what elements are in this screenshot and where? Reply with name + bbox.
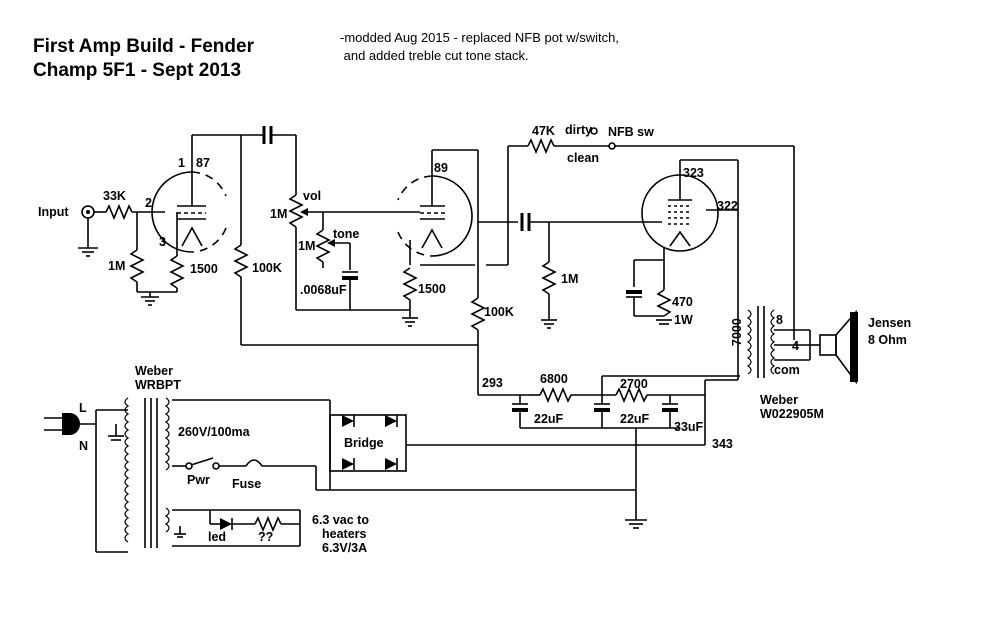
resistor-1m-power-label: 1M [561, 272, 578, 286]
bridge-label: Bridge [344, 436, 384, 450]
led-label: led [208, 530, 226, 544]
resistor-2700-label: 2700 [620, 377, 648, 391]
cap-22uf-1-label: 22uF [534, 412, 564, 426]
weber-ot-label-2: W022905M [760, 407, 824, 421]
heater-label-3: 6.3V/3A [322, 541, 367, 555]
voltage-87-label: 87 [196, 156, 210, 170]
weber-pt-label-2: WRBPT [135, 378, 181, 392]
voltage-323-label: 323 [683, 166, 704, 180]
cap-33uf-label: 33uF [674, 420, 704, 434]
nfb-network [486, 127, 795, 340]
vol-label: vol [303, 189, 321, 203]
pin3-label: 3 [159, 235, 166, 249]
pin2-label: 2 [145, 196, 152, 210]
nfb-switch-label: NFB sw [608, 125, 654, 139]
tube-v1-second-half [397, 150, 475, 266]
resistor-33k-label: 33K [103, 189, 126, 203]
switch-clean-label: clean [567, 151, 599, 165]
resistor-1500-cathode-v1 [169, 252, 185, 292]
ground-symbol-1 [141, 292, 159, 306]
voltage-89-label: 89 [434, 161, 448, 175]
speaker-ohm-label: 8 Ohm [868, 333, 907, 347]
ot-7000-label: 7000 [730, 318, 744, 346]
volume-pot [288, 135, 420, 310]
cap-22uf-2-label: 22uF [620, 412, 650, 426]
ac-plug-icon [44, 409, 128, 553]
heater-label-1: 6.3 vac to [312, 513, 369, 527]
power-transformer [124, 397, 170, 548]
mod-note-line2: and added treble cut tone stack. [340, 48, 529, 63]
resistor-1m-grid [129, 212, 177, 293]
voltage-322-label: 322 [717, 199, 738, 213]
resistor-47k-label: 47K [532, 124, 555, 138]
vol-1m-label: 1M [270, 207, 287, 221]
power-switch-label: Pwr [187, 473, 210, 487]
weber-ot-label-1: Weber [760, 393, 798, 407]
resistor-100k-plate-v2 [470, 150, 486, 395]
resistor-100k-v1-label: 100K [252, 261, 282, 275]
ot-com-label: com [774, 363, 800, 377]
resistor-1500-cathode-v2 [402, 267, 418, 327]
resistor-1m-power-grid [541, 222, 557, 329]
coupling-cap-v1 [260, 126, 296, 144]
voltage-343-label: 343 [712, 437, 733, 451]
schematic-title-line2: Champ 5F1 - Sept 2013 [33, 60, 241, 81]
resistor-1500-v1-label: 1500 [190, 262, 218, 276]
resistor-33k [94, 203, 165, 221]
input-jack [78, 205, 98, 257]
tone-label: tone [333, 227, 359, 241]
tone-pot [315, 212, 351, 270]
ot-4-label: 4 [792, 339, 799, 353]
mod-note-line1: -modded Aug 2015 - replaced NFB pot w/sw… [340, 30, 619, 45]
resistor-100k-plate-v1 [233, 135, 478, 346]
resistor-1m-grid-label: 1M [108, 259, 125, 273]
resistor-470-label: 470 [672, 295, 693, 309]
plug-l-label: L [79, 401, 87, 415]
pin1-label: 1 [178, 156, 185, 170]
tone-1m-label: 1M [298, 239, 315, 253]
tube-power-6v6 [641, 159, 739, 260]
fuse-label: Fuse [232, 477, 261, 491]
hv-secondary-label: 260V/100ma [178, 425, 251, 439]
output-transformer [705, 210, 811, 381]
input-label: Input [38, 205, 69, 219]
ground-symbol-main [625, 519, 647, 529]
resistor-6800-label: 6800 [540, 372, 568, 386]
switch-dirty-label: dirty [565, 123, 592, 137]
resistor-1w-label: 1W [674, 313, 693, 327]
jensen-label: Jensen [868, 316, 911, 330]
heater-label-2: heaters [322, 527, 367, 541]
power-cathode-network [626, 259, 672, 325]
schematic-title-line1: First Amp Build - Fender [33, 36, 255, 57]
resistor-100k-v2-label: 100K [484, 305, 514, 319]
heater-led-circuit [172, 509, 301, 547]
speaker-icon [810, 309, 858, 385]
ot-8-label: 8 [776, 313, 783, 327]
weber-pt-label-1: Weber [135, 364, 173, 378]
plug-n-label: N [79, 439, 88, 453]
voltage-293-label: 293 [482, 376, 503, 390]
filter-network [478, 375, 740, 520]
unknown-resistor-label: ?? [258, 530, 273, 544]
cap-0068-label: .0068uF [300, 283, 347, 297]
resistor-1500-v2-label: 1500 [418, 282, 446, 296]
tube-v1-preamp [151, 135, 227, 253]
tone-cap-0068 [296, 271, 410, 311]
coupling-cap-v2 [478, 213, 662, 231]
bridge-rectifier [329, 414, 705, 472]
